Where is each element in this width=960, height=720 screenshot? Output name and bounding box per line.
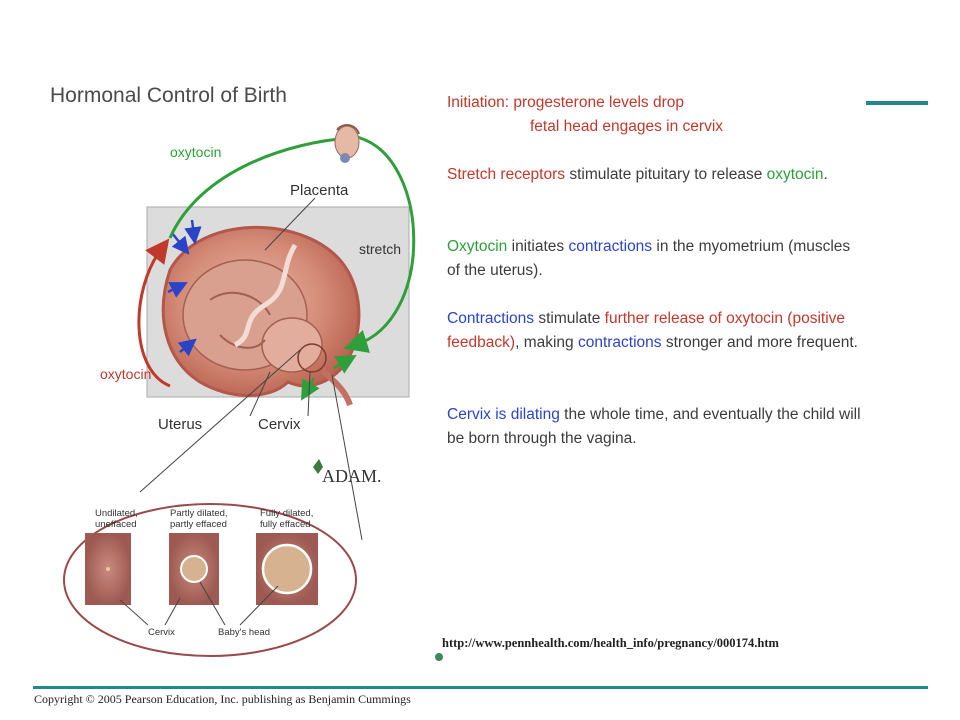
contraction-arrow-1 (171, 232, 190, 255)
stage1-label-2: uneffaced (95, 519, 137, 530)
inset-head-label: Baby's head (218, 627, 270, 638)
accent-bar (866, 101, 928, 105)
link-bullet-icon (435, 653, 443, 661)
stage2-label-1: Partly dilated, (170, 508, 228, 519)
contraction-arrow-3 (167, 282, 188, 298)
paragraph-contractions: Contractions stimulate further release o… (447, 310, 858, 351)
brain-pituitary-icon (334, 124, 360, 163)
stretch-label: stretch (359, 241, 401, 257)
cervix-circle (297, 343, 327, 373)
oxytocin-bottom-label: oxytocin (100, 366, 151, 382)
uterus-label: Uterus (158, 416, 202, 433)
birth-diagram: oxytocin Placenta stretch oxytocin Uteru… (63, 124, 416, 657)
inset-cervix-label: Cervix (148, 627, 175, 638)
adam-logo: ADAM. (313, 459, 382, 486)
placenta-label: Placenta (290, 182, 349, 199)
stretch-arrow (343, 136, 416, 353)
copyright-text: Copyright © 2005 Pearson Education, Inc.… (34, 692, 411, 706)
stage3-label-2: fully effaced (260, 519, 311, 530)
paragraph-initiation: Initiation: progesterone levels drop fet… (447, 94, 724, 135)
svg-text:ADAM.: ADAM. (322, 466, 382, 486)
contraction-arrow-2 (184, 219, 202, 245)
oxytocin-top-label: oxytocin (170, 144, 221, 160)
source-link[interactable]: http://www.pennhealth.com/health_info/pr… (442, 636, 779, 650)
contraction-arrow-4 (177, 338, 197, 357)
footer-rule (33, 686, 928, 689)
stage3-label-1: Fully dilated, (260, 508, 313, 519)
fetus-head (261, 317, 323, 373)
paragraph-stretch-receptors: Stretch receptors stimulate pituitary to… (447, 166, 828, 183)
paragraph-cervix: Cervix is dilating the whole time, and e… (447, 406, 861, 447)
paragraph-oxytocin: Oxytocin initiates contractions in the m… (447, 238, 851, 279)
slide-title: Hormonal Control of Birth (50, 84, 287, 107)
cervix-label: Cervix (258, 416, 301, 433)
oxytocin-feedback-arrow (137, 238, 171, 388)
stage1-label-1: Undilated, (95, 508, 138, 519)
oxytocin-arrow (168, 126, 362, 239)
stage2-label-2: partly effaced (170, 519, 227, 530)
